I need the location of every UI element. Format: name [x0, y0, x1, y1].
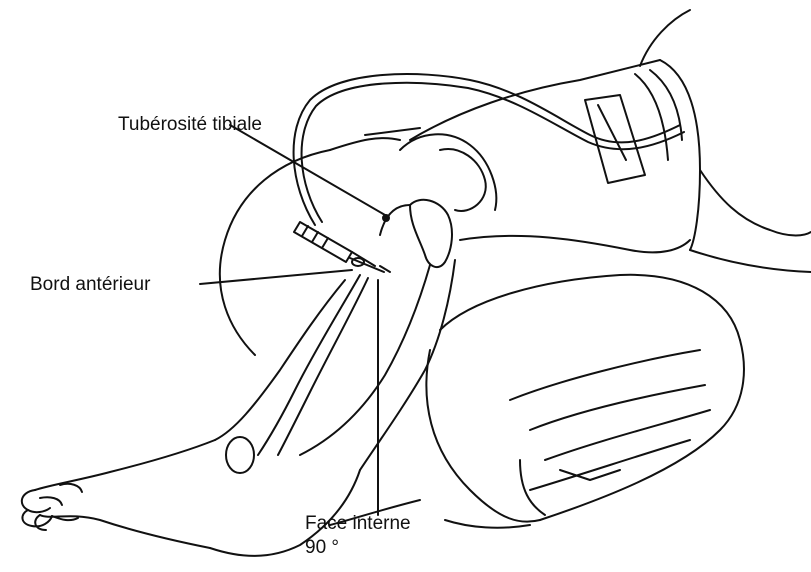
label-face-interne: Face interne	[305, 513, 411, 535]
cushion-left	[220, 128, 420, 355]
label-tuberosite-tibiale: Tubérosité tibiale	[118, 114, 262, 136]
label-bord-anterieur: Bord antérieur	[30, 274, 150, 296]
syringe	[294, 222, 390, 272]
tuberosity-marker	[383, 215, 389, 221]
tape-strip	[585, 95, 645, 183]
blanket-roll	[330, 275, 744, 528]
catheter-tube	[294, 74, 684, 225]
lower-leg	[215, 260, 455, 515]
label-angle: 90 °	[305, 537, 339, 559]
knee	[380, 134, 496, 267]
